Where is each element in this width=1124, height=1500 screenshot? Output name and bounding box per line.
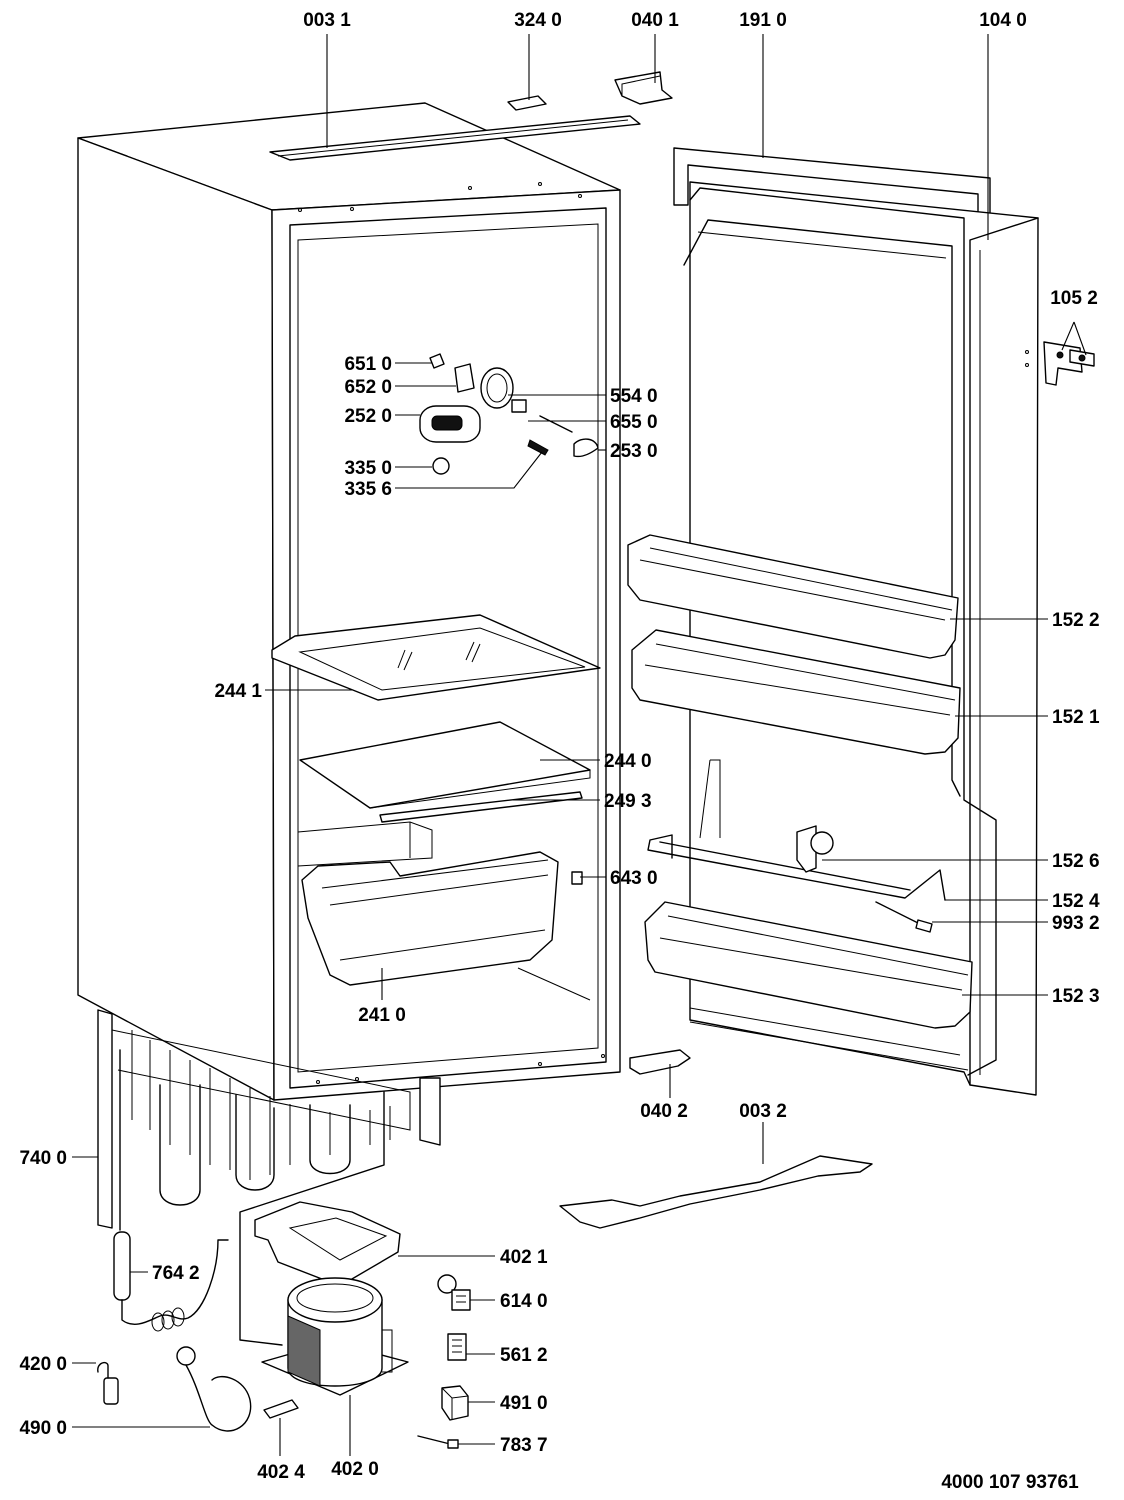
document-number: 4000 107 93761 — [941, 1472, 1079, 1493]
callout-643-0: 643 0 — [610, 868, 658, 889]
part-callouts: 003 1 324 0 040 1 191 0 104 0 105 2 651 … — [19, 10, 1100, 1493]
part-152-6-clip — [796, 825, 834, 873]
callout-040-1: 040 1 — [631, 10, 679, 31]
callout-335-6: 335 6 — [344, 479, 392, 500]
cover-491-0 — [441, 1385, 469, 1421]
callout-252-0: 252 0 — [344, 406, 392, 427]
door-balcony-152-2 — [627, 534, 959, 659]
callout-324-0: 324 0 — [514, 10, 562, 31]
door-balcony-152-3 — [644, 901, 973, 1029]
pin-783-7 — [417, 1435, 459, 1449]
part-324-0 — [507, 95, 547, 111]
top-mounting-parts — [507, 71, 673, 111]
callout-783-7: 783 7 — [500, 1435, 548, 1456]
callout-152-3: 152 3 — [1052, 986, 1100, 1007]
callout-105-2: 105 2 — [1050, 288, 1098, 309]
callout-152-6: 152 6 — [1052, 851, 1100, 872]
overload-561-2 — [447, 1333, 467, 1361]
callout-561-2: 561 2 — [500, 1345, 548, 1366]
callout-191-0: 191 0 — [739, 10, 787, 31]
callout-241-0: 241 0 — [358, 1005, 406, 1026]
bottle-guard-rail — [647, 834, 946, 901]
callout-402-4: 402 4 — [257, 1462, 305, 1483]
part-643-0 — [571, 871, 583, 885]
callout-614-0: 614 0 — [500, 1291, 548, 1312]
callout-651-0: 651 0 — [344, 354, 392, 375]
callout-491-0: 491 0 — [500, 1393, 548, 1414]
relay-614-0 — [437, 1274, 471, 1311]
callout-993-2: 993 2 — [1052, 913, 1100, 934]
compressor-402-0 — [261, 1277, 409, 1396]
condenser-740-0 — [97, 1009, 441, 1346]
callout-490-0: 490 0 — [19, 1418, 67, 1439]
callout-652-0: 652 0 — [344, 377, 392, 398]
leader-lines — [72, 34, 1087, 1456]
power-cord-490-0 — [176, 1346, 252, 1432]
callout-655-0: 655 0 — [610, 412, 658, 433]
callout-152-4: 152 4 — [1052, 891, 1100, 912]
crisper-drawer-241-0 — [301, 851, 559, 986]
thermostat-lamp-assembly — [419, 353, 599, 475]
rail-003-2 — [559, 1155, 873, 1229]
callout-554-0: 554 0 — [610, 386, 658, 407]
callout-253-0: 253 0 — [610, 441, 658, 462]
glass-shelf-244-1 — [271, 614, 601, 701]
callout-764-2: 764 2 — [152, 1263, 200, 1284]
bracket-040-2 — [629, 1049, 691, 1075]
callout-740-0: 740 0 — [19, 1148, 67, 1169]
callout-003-1: 003 1 — [303, 10, 351, 31]
part-993-2-thermometer — [875, 901, 933, 933]
compressor-tray-402-1 — [254, 1201, 401, 1287]
callout-152-2: 152 2 — [1052, 610, 1100, 631]
callout-402-0: 402 0 — [331, 1459, 379, 1480]
dryer-764-2 — [113, 1231, 229, 1332]
door-balcony-152-1 — [631, 629, 961, 755]
callout-244-1: 244 1 — [214, 681, 262, 702]
glass-shelf-244-0 — [299, 721, 591, 809]
part-040-1 — [614, 71, 673, 105]
callout-244-0: 244 0 — [604, 751, 652, 772]
callout-152-1: 152 1 — [1052, 707, 1100, 728]
callout-420-0: 420 0 — [19, 1354, 67, 1375]
callout-249-3: 249 3 — [604, 791, 652, 812]
foot-402-4 — [263, 1399, 299, 1419]
callout-104-0: 104 0 — [979, 10, 1027, 31]
callout-040-2: 040 2 — [640, 1101, 688, 1122]
callout-003-2: 003 2 — [739, 1101, 787, 1122]
callout-402-1: 402 1 — [500, 1247, 548, 1268]
capacitor-420-0 — [97, 1361, 119, 1405]
callout-335-0: 335 0 — [344, 458, 392, 479]
